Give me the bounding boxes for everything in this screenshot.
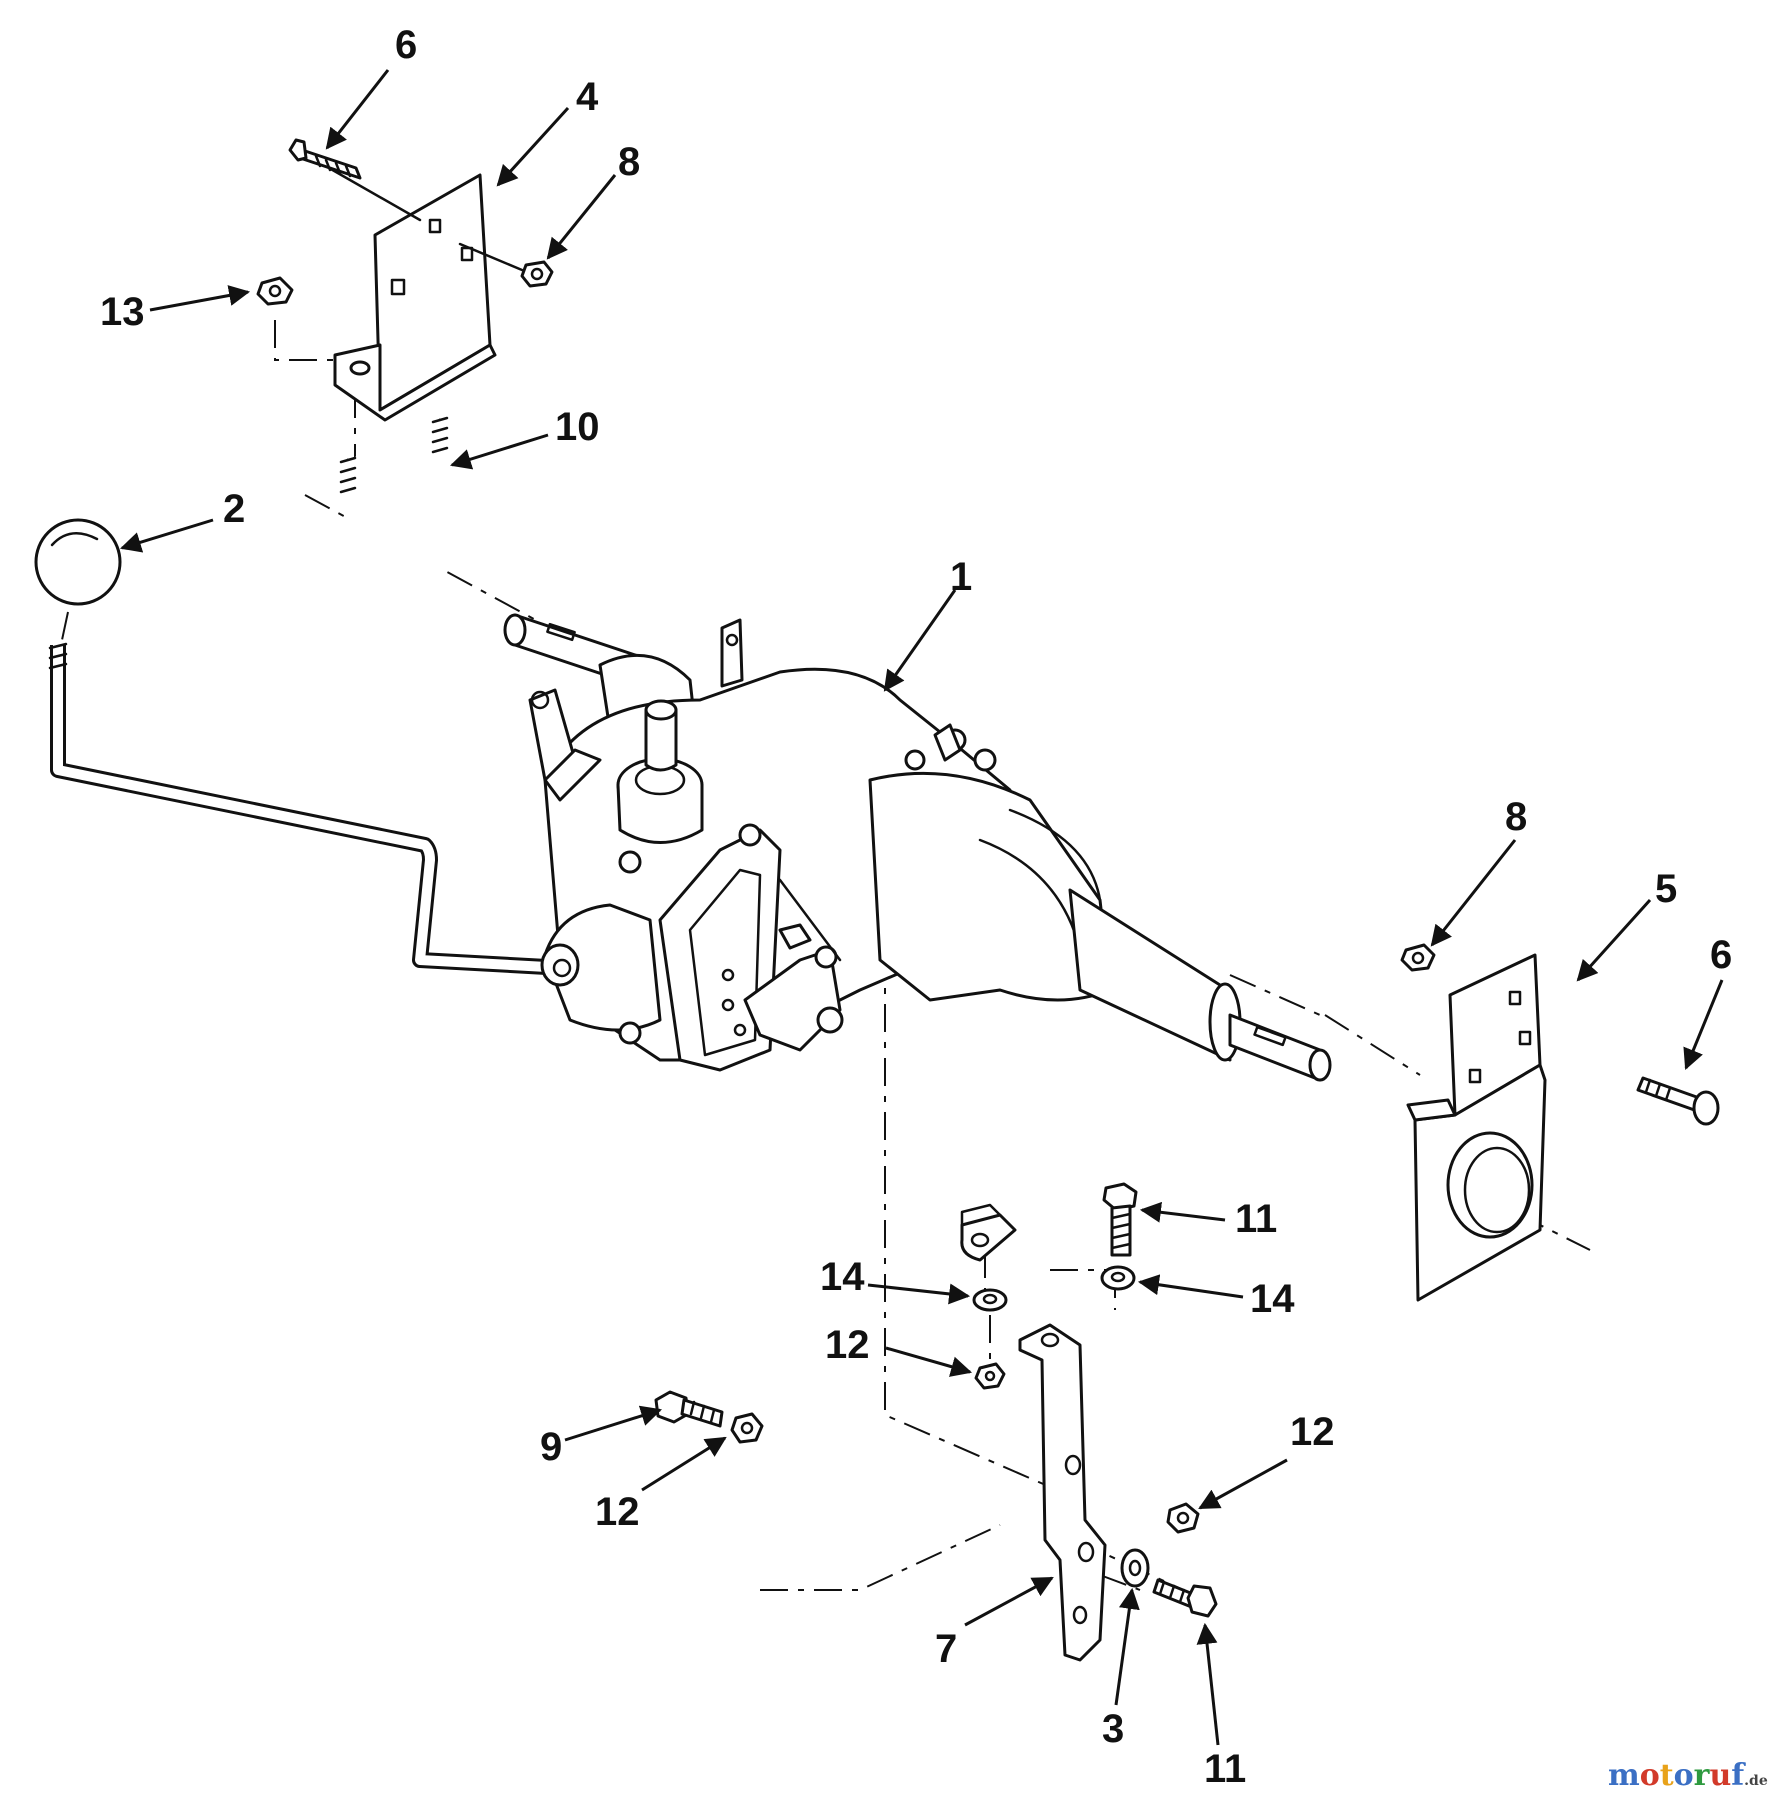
callout-3: 3 — [1102, 1707, 1124, 1751]
right-bracket — [1406, 953, 1547, 1302]
callout-14-right: 14 — [1250, 1277, 1295, 1321]
nut-right — [1400, 943, 1436, 972]
callout-11-upper: 11 — [1235, 1197, 1277, 1241]
watermark-logo: motoruf.de — [1608, 1758, 1768, 1793]
nut-lower-right — [1166, 1502, 1200, 1534]
watermark-letter: r — [1694, 1758, 1711, 1793]
bolt-lower-left — [654, 1390, 724, 1428]
nut-small — [974, 1315, 1006, 1390]
callout-10: 10 — [555, 405, 600, 449]
callout-12-left: 12 — [595, 1490, 640, 1534]
callout-12-right: 12 — [1290, 1410, 1335, 1454]
watermark-suffix: .de — [1744, 1773, 1768, 1789]
callout-labels: 1 2 3 4 5 6 6 7 8 8 9 10 11 11 12 12 12 … — [100, 23, 1732, 1791]
leader-arrows — [119, 69, 1724, 1746]
washer-left — [972, 1288, 1008, 1312]
upper-bracket — [313, 158, 497, 422]
watermark-letter: m — [1608, 1758, 1640, 1793]
callout-7: 7 — [935, 1627, 957, 1671]
bolt-upper — [288, 138, 362, 180]
watermark-letter: o — [1674, 1758, 1694, 1793]
u-bolt — [339, 416, 449, 605]
watermark-letter: t — [1660, 1758, 1674, 1793]
callout-2: 2 — [223, 487, 245, 531]
washer-right — [1100, 1265, 1136, 1291]
watermark-letter: f — [1731, 1758, 1746, 1793]
shift-lever — [48, 611, 566, 976]
callout-8-upper: 8 — [618, 140, 640, 184]
svg-text:motoruf.de: motoruf.de — [1608, 1758, 1768, 1793]
lower-bracket — [1018, 1323, 1107, 1662]
nut-left — [256, 276, 294, 306]
nut-lower-left — [730, 1412, 764, 1444]
shift-knob — [34, 518, 122, 606]
callout-6-right: 6 — [1710, 933, 1732, 977]
callout-1: 1 — [950, 555, 972, 599]
callout-9: 9 — [540, 1425, 562, 1469]
bolt-lower-right — [1152, 1578, 1218, 1618]
callout-13: 13 — [100, 290, 145, 334]
shift-clip — [960, 1203, 1017, 1262]
callout-8-right: 8 — [1505, 795, 1527, 839]
callout-14-left: 14 — [820, 1255, 865, 1299]
watermark-letter: u — [1709, 1758, 1731, 1793]
nut-upper — [458, 242, 554, 288]
watermark-letter: o — [1640, 1758, 1660, 1793]
transmission — [503, 613, 1332, 1082]
callout-6-upper: 6 — [395, 23, 417, 67]
bolt-right — [1636, 1076, 1720, 1126]
callout-4: 4 — [576, 75, 599, 119]
callout-5: 5 — [1655, 867, 1677, 911]
callout-11-lower: 11 — [1204, 1747, 1246, 1791]
washer-lower — [1120, 1548, 1150, 1588]
callout-12-mid: 12 — [825, 1323, 870, 1367]
bolt-upper-right — [1102, 1182, 1138, 1257]
